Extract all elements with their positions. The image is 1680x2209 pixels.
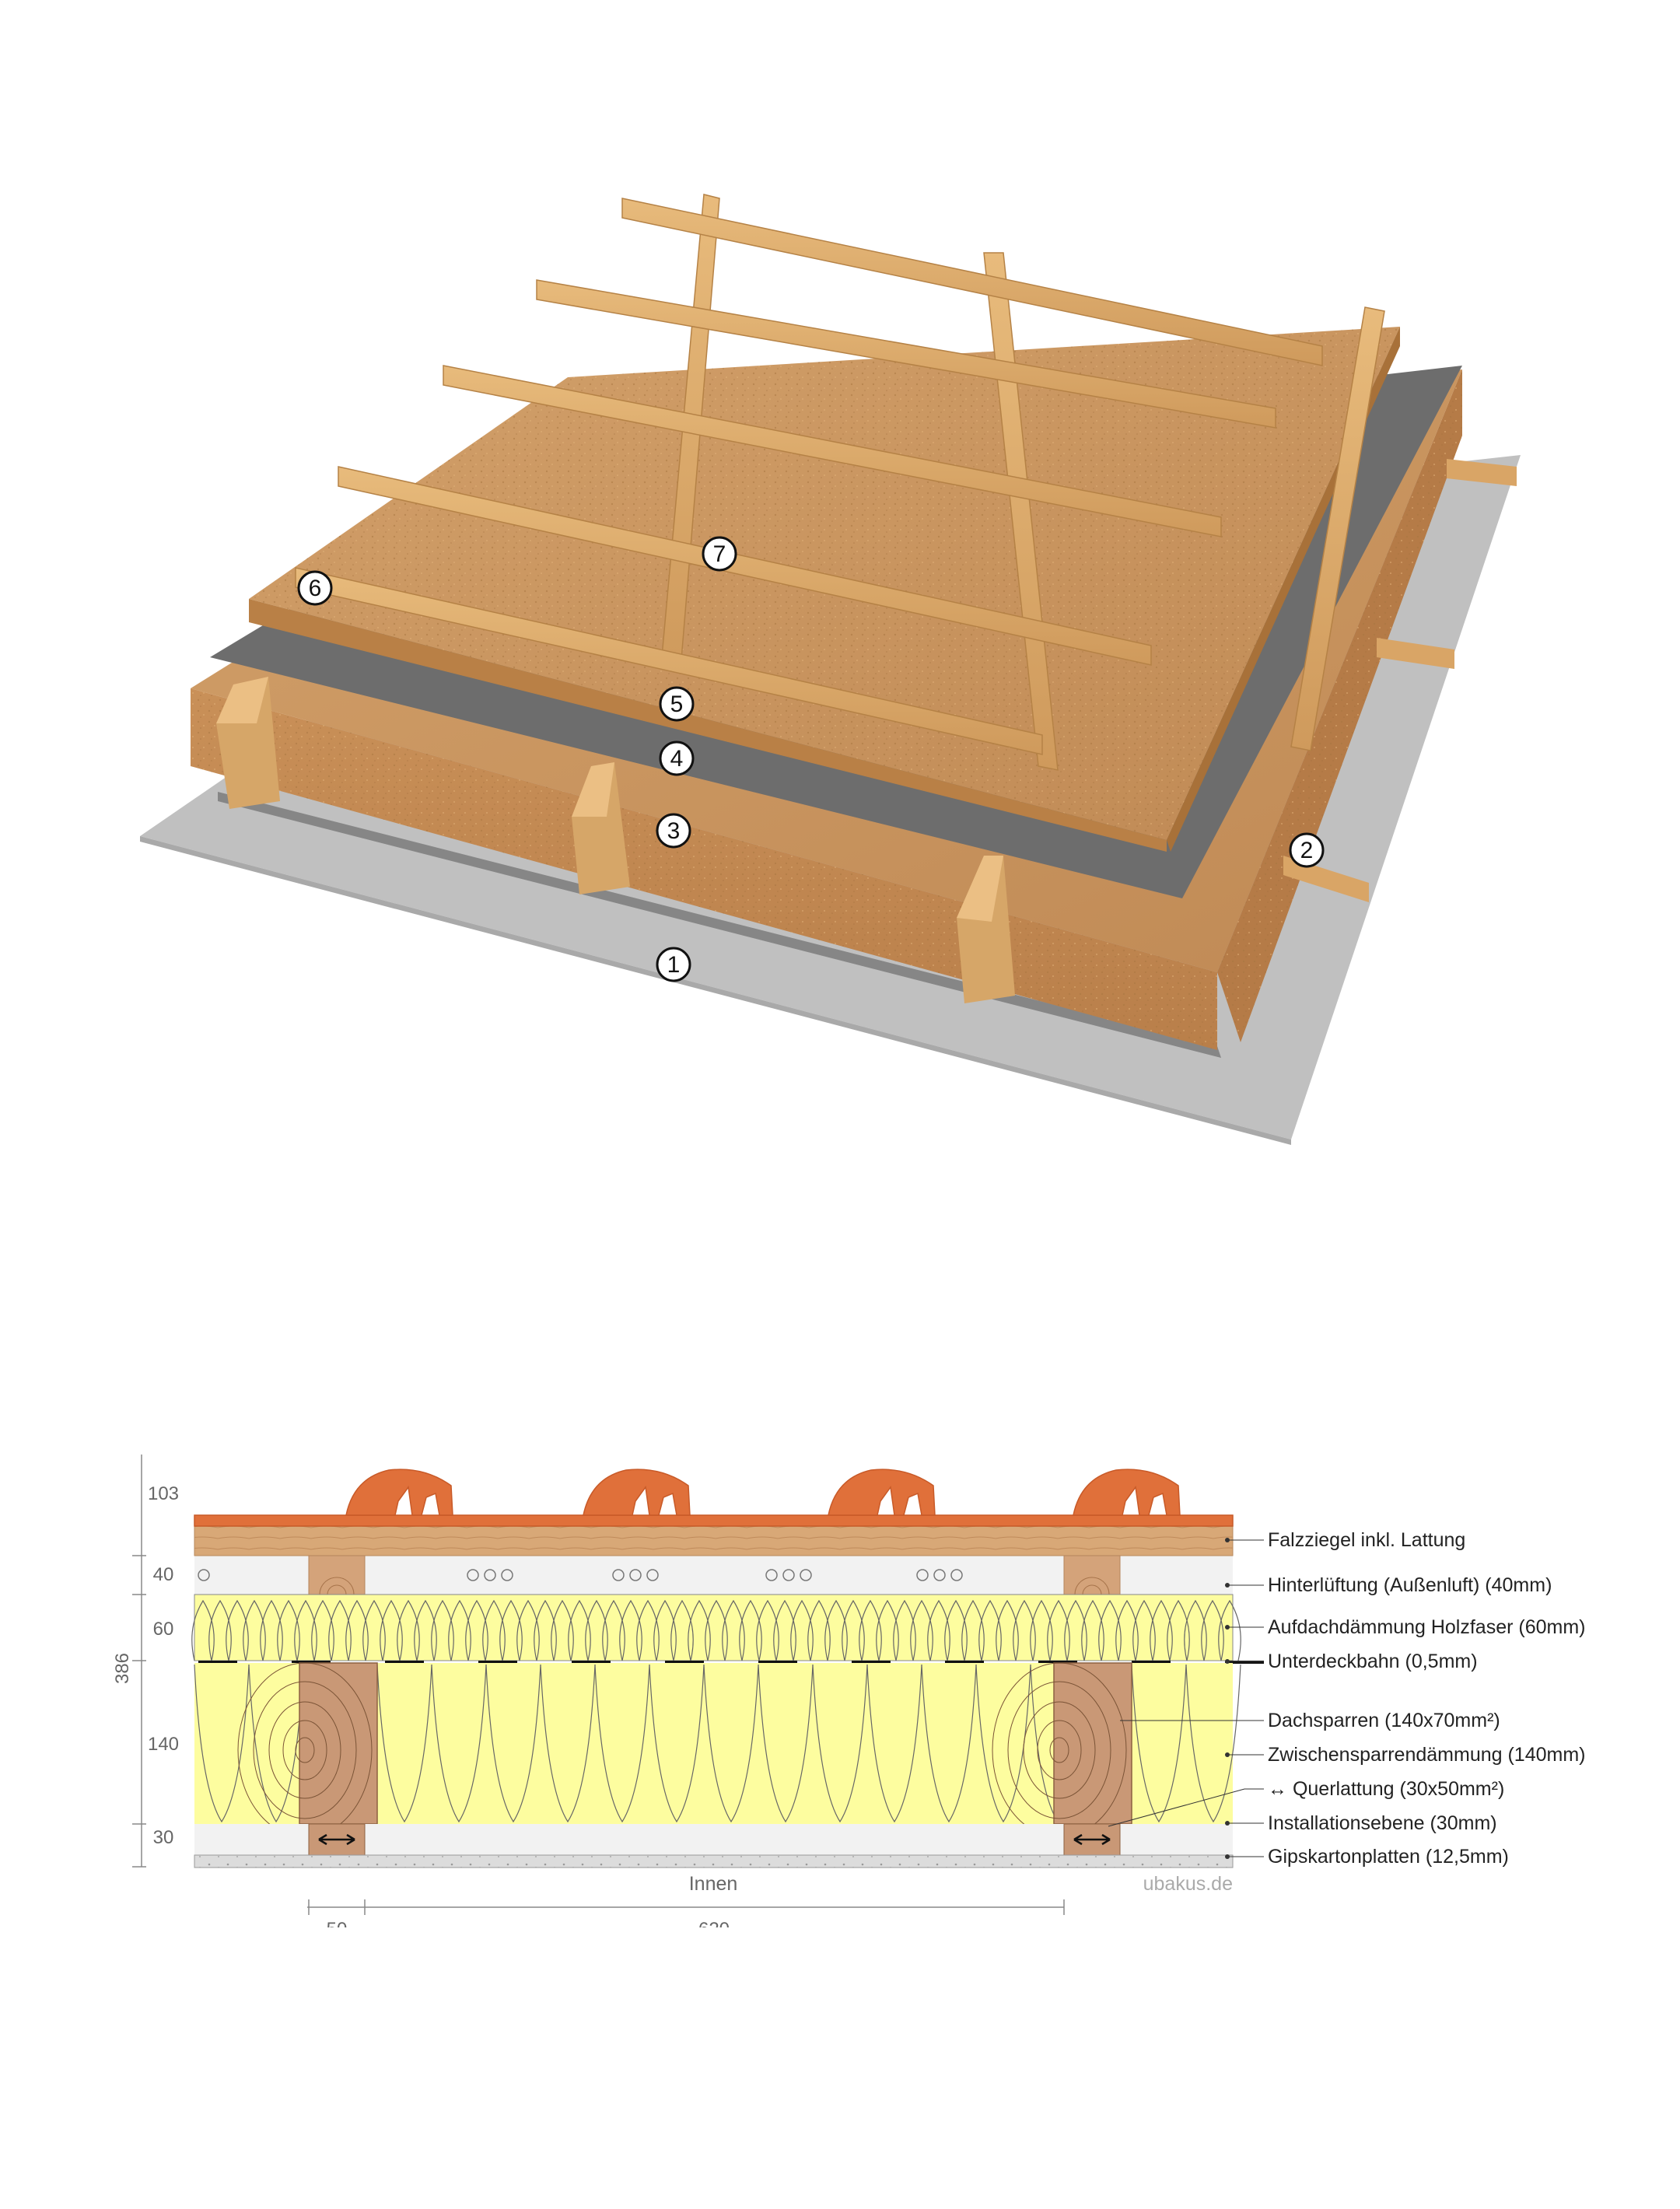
cross-batten-right [1063,1823,1121,1856]
svg-text:3: 3 [667,818,681,844]
watermark: ubakus.de [1143,1873,1233,1895]
svg-text:6: 6 [309,576,322,601]
isometric-roof-illustration: 1 2 3 4 5 6 7 [140,194,1521,1145]
label-tiles: Falzziegel inkl. Lattung [1268,1529,1465,1551]
marker-3: 3 [656,813,691,849]
dim-row-installation: 30 [153,1827,174,1848]
counter-batten-left [308,1555,366,1595]
rafter-insulation-loops [194,1664,1241,1823]
label-leader-lines [1108,1539,1264,1857]
ventilation-layer [194,1556,1233,1595]
air-circles [198,1569,963,1581]
svg-text:4: 4 [670,746,684,772]
cross-batten-left [308,1823,366,1856]
marker-5: 5 [659,686,695,722]
roof-tiles [194,1469,1234,1527]
label-rafter-insulation: Zwischensparrendämmung (140mm) [1268,1744,1585,1766]
svg-text:7: 7 [713,541,726,567]
label-installation: Installationsebene (30mm) [1268,1812,1497,1834]
marker-7: 7 [702,536,737,572]
label-cross-batten: ↔ Querlattung (30x50mm²) [1268,1778,1504,1800]
counter-batten-right [1063,1555,1121,1595]
bottom-dimension-line [307,1899,1065,1915]
dim-row-wood-fibre: 60 [153,1619,174,1640]
label-membrane: Unterdeckbahn (0,5mm) [1268,1651,1478,1672]
svg-text:1: 1 [667,952,681,978]
cross-section-diagram: 386 103 40 60 140 30 [112,1455,1586,1940]
installation-layer [194,1824,1233,1855]
label-ventilation: Hinterlüftung (Außenluft) (40mm) [1268,1574,1552,1596]
batten-grid [295,194,1385,771]
svg-text:2: 2 [1300,838,1314,863]
svg-text:5: 5 [670,691,684,717]
tile-batten-layer [194,1525,1234,1556]
label-rafter: Dachsparren (140x70mm²) [1268,1710,1500,1731]
label-dots [1225,1538,1230,1859]
bottom-crop [0,1927,1680,2209]
label-gypsum: Gipskartonplatten (12,5mm) [1268,1846,1509,1868]
rafter-right [992,1662,1132,1838]
dim-row-rafter-insulation: 140 [148,1734,179,1755]
wood-fibre-loops [191,1599,1241,1661]
dim-row-ventilation: 40 [153,1564,174,1585]
label-wood-fibre: Aufdachdämmung Holzfaser (60mm) [1268,1616,1586,1638]
gypsum-board-layer [194,1854,1234,1868]
marker-4: 4 [659,740,695,776]
marker-6: 6 [297,570,333,606]
inside-label: Innen [689,1873,738,1895]
left-dimension-scale [132,1455,146,1868]
dim-row-tiles: 103 [148,1483,179,1504]
rafter-left [237,1662,378,1838]
marker-1: 1 [656,947,691,982]
total-thickness-label: 386 [112,1653,133,1684]
marker-2: 2 [1289,832,1325,868]
